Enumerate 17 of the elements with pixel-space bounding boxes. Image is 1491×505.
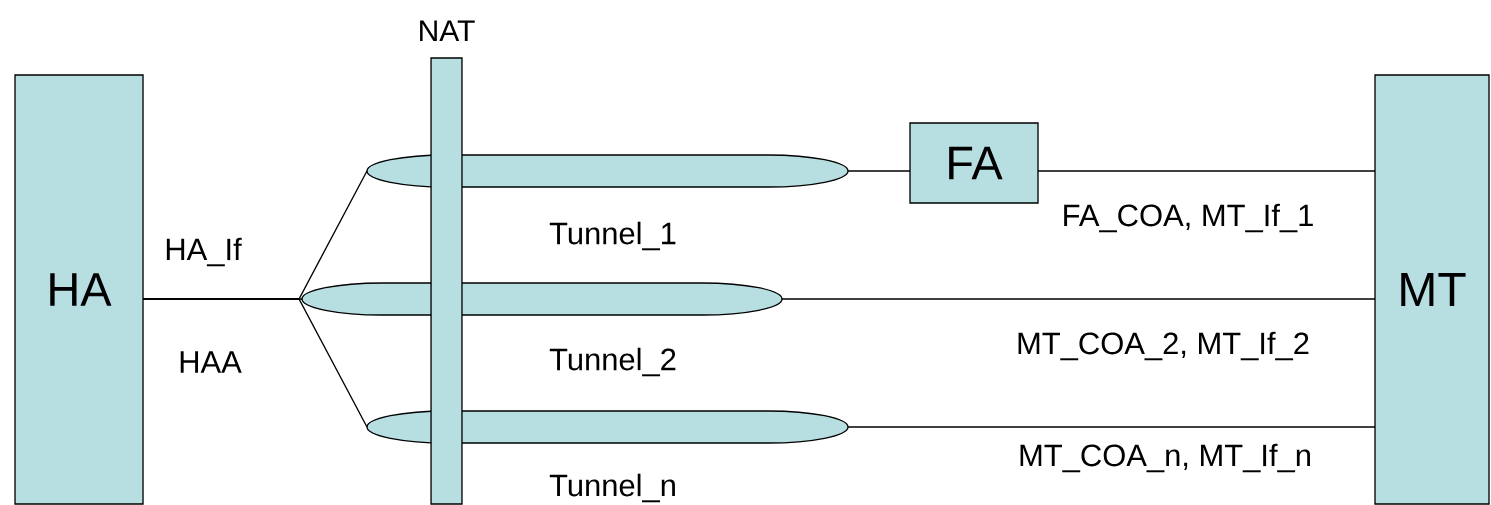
entity-box: FA	[909, 122, 1039, 204]
connector-line	[142, 298, 368, 428]
connector-line	[847, 426, 1376, 428]
connector-line	[847, 170, 911, 172]
tunnel-label: Tunnel_n	[549, 473, 675, 503]
tunnel-label: Tunnel_2	[549, 347, 676, 377]
interface-label: HAA	[180, 351, 242, 373]
tunnel-label: Tunnel_1	[549, 221, 676, 251]
interface-label: MT_COA_2, MT_If_2	[1018, 331, 1309, 361]
connector-line	[781, 298, 1376, 300]
interface-label: MT_COA_n, MT_If_n	[1020, 443, 1310, 473]
connector-line	[1037, 170, 1376, 172]
interface-label: FA_COA, MT_If_1	[1064, 203, 1313, 233]
entity-box: HA	[14, 74, 144, 505]
bar-heading: NAT	[420, 20, 475, 42]
entity-box: MT	[1374, 74, 1490, 505]
interface-label: HA_If	[166, 237, 242, 267]
